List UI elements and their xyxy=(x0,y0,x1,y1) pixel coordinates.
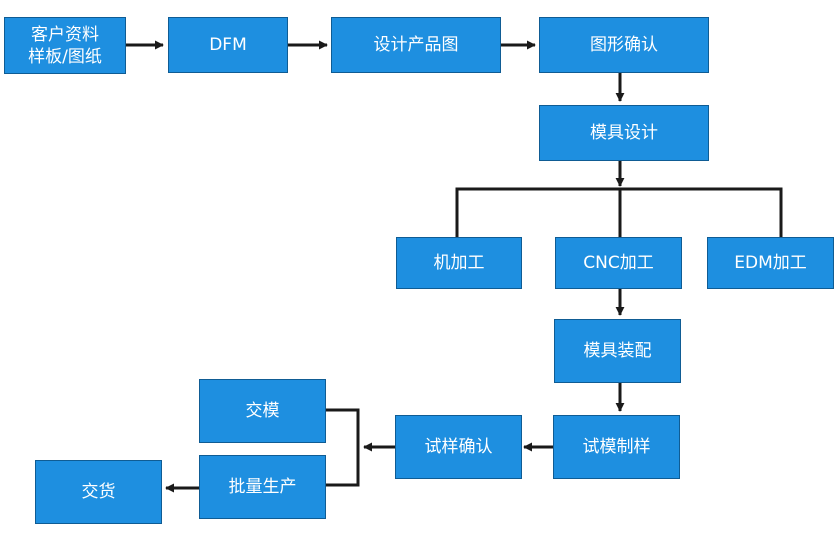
node-machining: 机加工 xyxy=(396,237,522,289)
node-drawing-confirm: 图形确认 xyxy=(539,17,709,73)
node-sample-confirm: 试样确认 xyxy=(395,415,522,479)
node-design-product-drawing: 设计产品图 xyxy=(331,17,501,73)
node-cnc-machining: CNC加工 xyxy=(555,237,682,289)
node-mass-production: 批量生产 xyxy=(199,455,326,519)
node-mold-assembly: 模具装配 xyxy=(554,319,681,383)
node-delivery: 交货 xyxy=(35,460,162,524)
node-deliver-mold: 交模 xyxy=(199,379,326,443)
node-edm-machining: EDM加工 xyxy=(707,237,834,289)
merge-bracket xyxy=(326,408,360,487)
node-customer-data: 客户资料 样板/图纸 xyxy=(4,17,126,74)
node-mold-design: 模具设计 xyxy=(539,105,709,161)
node-dfm: DFM xyxy=(168,17,288,73)
node-trial-mold: 试模制样 xyxy=(553,415,680,479)
